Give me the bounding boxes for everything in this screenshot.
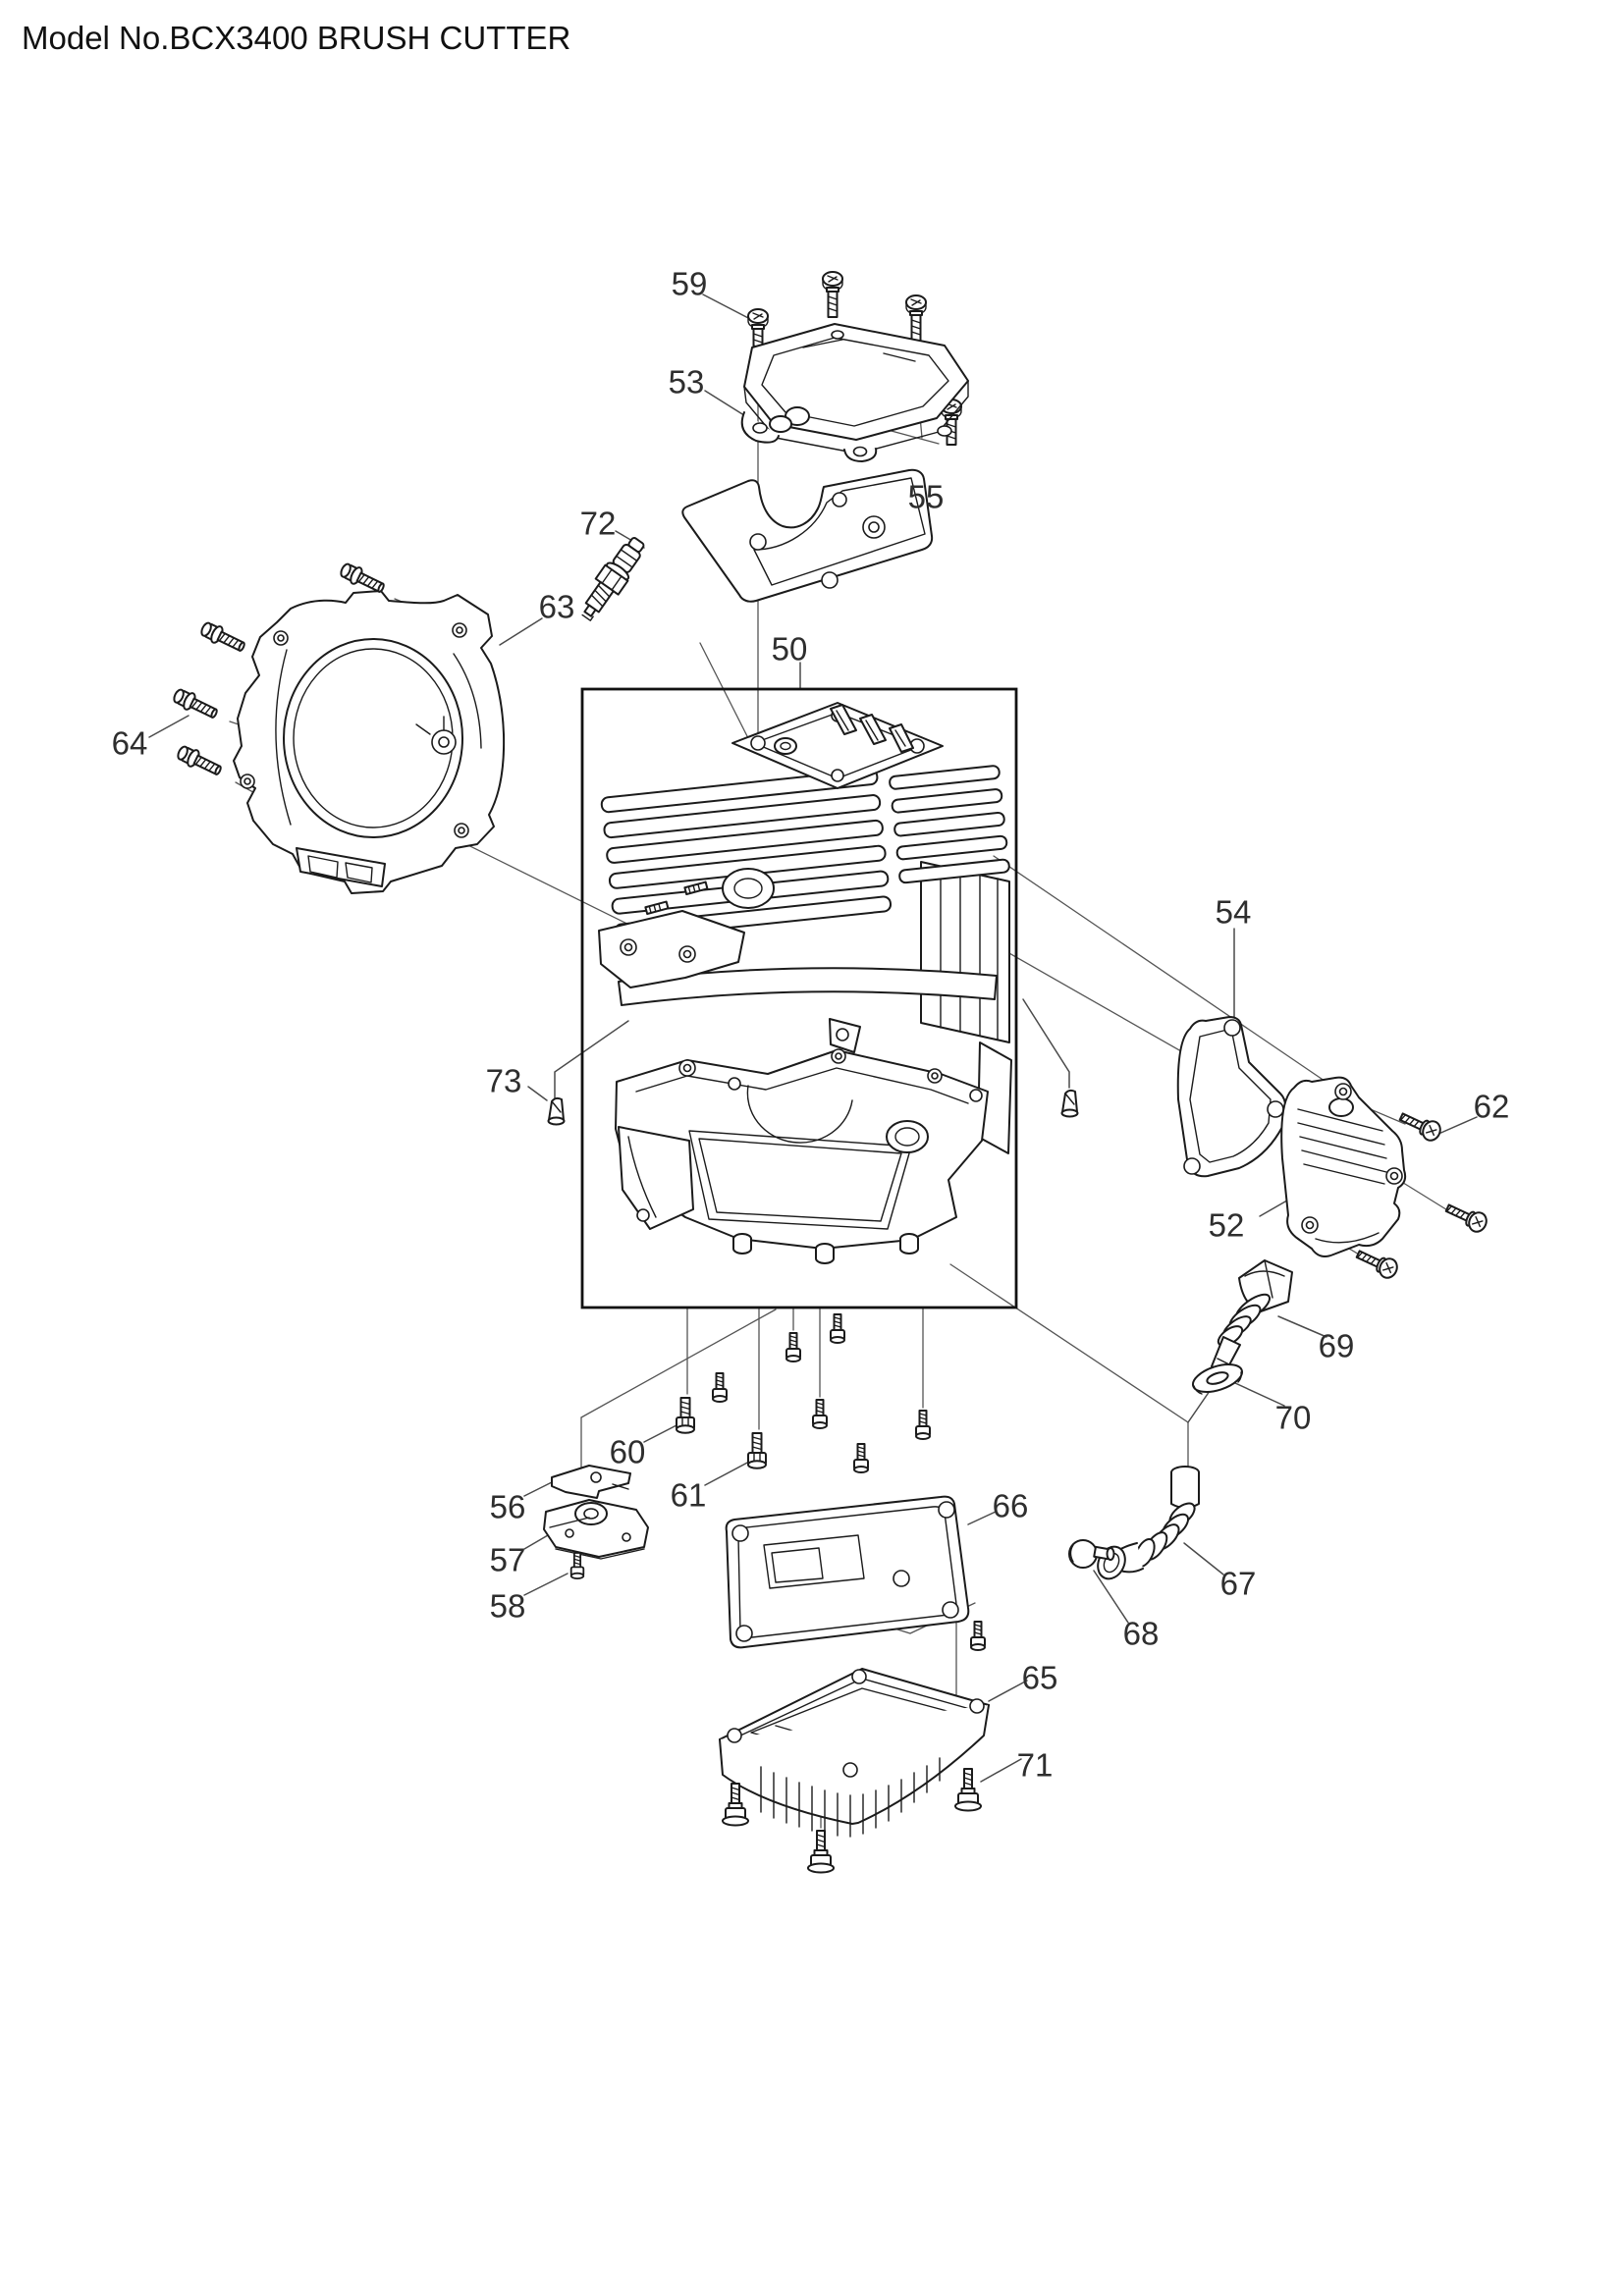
tappet-cover bbox=[1280, 1076, 1407, 1257]
callout-56: 56 bbox=[490, 1489, 526, 1525]
fan-housing bbox=[233, 590, 506, 894]
pump-screw bbox=[569, 1552, 585, 1579]
callout-54: 54 bbox=[1216, 894, 1252, 931]
page-title: Model No.BCX3400 BRUSH CUTTER bbox=[22, 20, 570, 56]
callout-71: 71 bbox=[1017, 1747, 1054, 1784]
oil-pan-gasket bbox=[725, 1495, 970, 1649]
callout-73: 73 bbox=[486, 1063, 522, 1099]
valve-cover bbox=[740, 323, 969, 462]
callout-68: 68 bbox=[1123, 1616, 1160, 1652]
callout-53: 53 bbox=[669, 364, 705, 400]
callout-50: 50 bbox=[772, 631, 808, 667]
callout-64: 64 bbox=[112, 725, 148, 762]
callout-59: 59 bbox=[672, 266, 708, 302]
housing-bolt bbox=[174, 742, 225, 780]
cylinder-assembly-box bbox=[580, 687, 1018, 1309]
callout-63: 63 bbox=[539, 589, 575, 625]
valve-cover-screw bbox=[905, 294, 927, 342]
crankcase-plug bbox=[1060, 1089, 1079, 1118]
callout-55: 55 bbox=[908, 479, 945, 515]
case-screw bbox=[785, 1332, 801, 1362]
tappet-cover-screw bbox=[1441, 1198, 1490, 1236]
oil-cap-washer bbox=[1191, 1363, 1244, 1395]
callout-69: 69 bbox=[1319, 1328, 1355, 1364]
callout-66: 66 bbox=[993, 1488, 1029, 1524]
case-screw-60 bbox=[676, 1397, 695, 1434]
valve-cover-screw bbox=[822, 271, 843, 318]
oil-pan bbox=[719, 1668, 990, 1838]
pump-plate bbox=[551, 1465, 631, 1499]
hose-ball-joint bbox=[1068, 1539, 1115, 1569]
callout-62: 62 bbox=[1474, 1089, 1510, 1125]
case-screw-61 bbox=[747, 1432, 767, 1469]
case-screw bbox=[970, 1621, 986, 1651]
callout-60: 60 bbox=[610, 1434, 646, 1470]
callout-65: 65 bbox=[1022, 1660, 1058, 1696]
spark-plug bbox=[581, 537, 645, 621]
oil-pan-fins bbox=[760, 1757, 941, 1838]
oil-pan-screw bbox=[722, 1783, 749, 1827]
oil-pan-screw bbox=[807, 1830, 835, 1874]
case-screw bbox=[915, 1410, 931, 1440]
housing-bolt bbox=[170, 685, 221, 723]
case-screw bbox=[853, 1443, 869, 1473]
case-screw bbox=[830, 1313, 845, 1344]
callout-72: 72 bbox=[580, 506, 617, 542]
case-screw bbox=[812, 1399, 828, 1429]
housing-bolt bbox=[197, 618, 248, 657]
callout-58: 58 bbox=[490, 1588, 526, 1625]
tappet-cover-screw bbox=[1352, 1244, 1401, 1282]
crankcase-lower bbox=[615, 1018, 989, 1264]
callout-67: 67 bbox=[1220, 1566, 1257, 1602]
tappet-cover-screw bbox=[1395, 1106, 1444, 1145]
breather-hose bbox=[1097, 1466, 1200, 1580]
housing-bolt bbox=[337, 560, 388, 598]
callout-70: 70 bbox=[1275, 1400, 1312, 1436]
tappet-cover-gasket bbox=[1176, 1016, 1287, 1178]
callout-52: 52 bbox=[1209, 1207, 1245, 1244]
crankcase-plug bbox=[547, 1096, 566, 1126]
callout-57: 57 bbox=[490, 1542, 526, 1578]
case-screw bbox=[712, 1372, 728, 1403]
oil-pump bbox=[543, 1499, 649, 1560]
callout-61: 61 bbox=[671, 1477, 707, 1514]
oil-pan-screw-71 bbox=[954, 1768, 982, 1812]
oil-cap-dipstick bbox=[1211, 1259, 1293, 1378]
cylinder-assembly bbox=[598, 702, 1012, 1154]
valve-cover-gasket bbox=[681, 468, 934, 603]
